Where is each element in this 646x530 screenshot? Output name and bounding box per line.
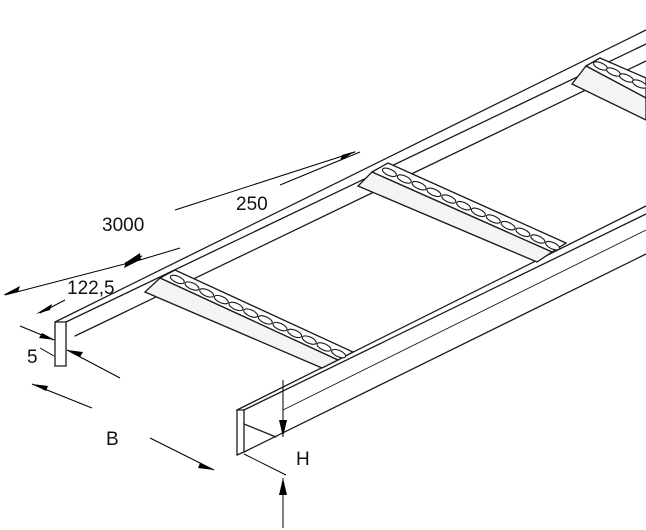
rung-slot [272,321,288,332]
rung-3-slots [592,61,646,89]
rung-slot [485,214,501,224]
label-height: H [296,449,310,470]
label-length: 3000 [102,215,144,236]
rung-slot [470,207,486,218]
label-rung-spacing: 250 [236,194,268,215]
rung-slot [257,315,273,325]
rung-slot [213,294,229,305]
far-side-rail [54,29,646,367]
rung-slot [545,240,561,251]
rung-slot [331,348,347,359]
rung-1 [143,269,355,369]
rung-slot [396,174,412,184]
rung-slot [515,227,531,238]
rung-3 [570,57,646,121]
dimension-length [3,151,361,296]
rung-slot [199,288,215,298]
label-first-rung-offset: 122,5 [67,278,115,299]
dimension-height [243,380,287,528]
rung-slot [500,220,516,231]
label-flange: 5 [27,347,38,368]
rung-slot [411,180,427,191]
rung-slot [228,301,244,312]
rung-slot [631,79,646,89]
rung-slot [426,187,442,198]
rung-slot [316,342,332,352]
rung-slot [287,328,303,339]
rung-slot [530,234,546,244]
rung-slot [184,281,200,291]
rung-1-slots [169,274,347,359]
label-width: B [106,429,119,450]
rung-slot [381,167,397,178]
rung-2 [356,162,568,263]
rung-slot [243,308,259,318]
dimension-first-rung-offset [36,253,143,314]
dimension-width [31,383,215,471]
rung-slot [456,200,472,211]
rung-slot [301,335,317,345]
rung-slot [169,274,185,285]
rung-2-slots [381,167,561,251]
rung-slot [441,194,457,204]
near-side-rail [236,205,646,456]
dimension-flange [19,325,121,379]
